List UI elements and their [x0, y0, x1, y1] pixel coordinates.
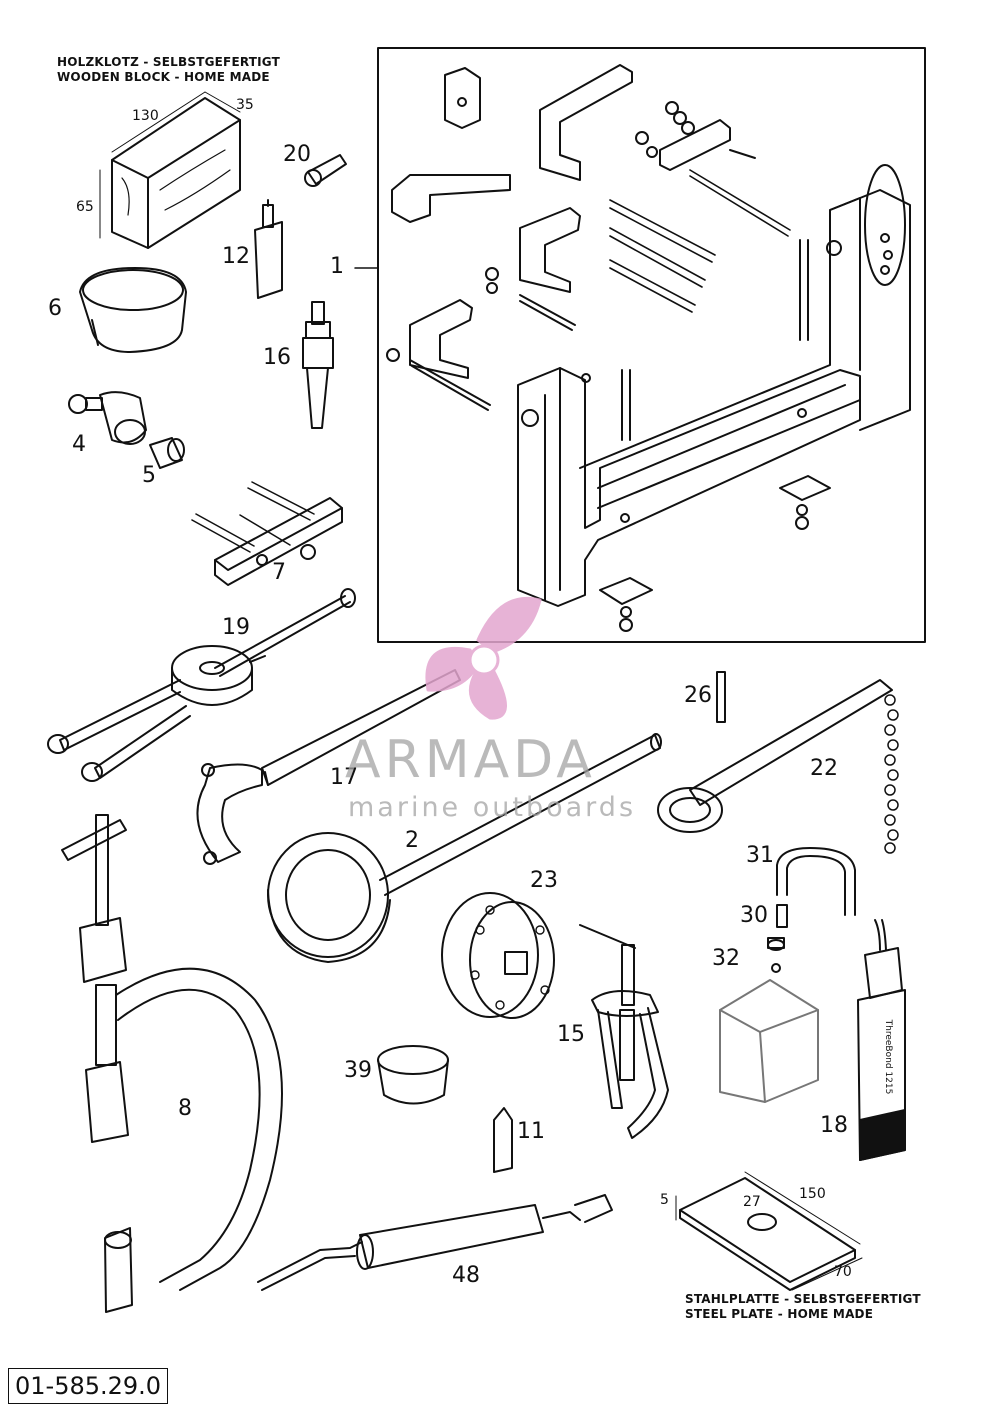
watermark-subtitle: marine outboards: [348, 792, 637, 823]
document-number: 01-585.29.0: [8, 1368, 169, 1404]
hose-31-drawing: [776, 847, 856, 916]
part-number-4: 4: [72, 432, 86, 457]
ring-6-drawing: [79, 267, 187, 353]
block-height-dimension: 65: [76, 199, 94, 215]
hub-23-drawing: [441, 892, 555, 1019]
part-number-26: 26: [684, 683, 712, 708]
wood-block-note: HOLZKLOTZ - SELBSTGEFERTIGT WOODEN BLOCK…: [57, 55, 280, 85]
pin-26-drawing: [716, 671, 726, 723]
part-number-39: 39: [344, 1058, 372, 1083]
puller-16-drawing: [302, 301, 334, 429]
spanner-2-drawing: [267, 733, 662, 963]
plate-width-dimension: 70: [834, 1264, 852, 1280]
part-number-22: 22: [810, 756, 838, 781]
fitting-32-drawing: [767, 937, 785, 973]
plate-thickness-dimension: 5: [660, 1192, 669, 1208]
clamp-tool-8-drawing: [61, 814, 283, 1313]
chain-wrench-22-drawing: [657, 679, 899, 854]
puller-19-drawing: [47, 588, 356, 782]
plate-length-dimension: 150: [799, 1186, 826, 1202]
part-number-48: 48: [452, 1263, 480, 1288]
threebond-brand: ThreeBond: [883, 1019, 893, 1069]
wood-block-note-en: WOODEN BLOCK - HOME MADE: [57, 70, 270, 84]
small-tube-11-drawing: [493, 1107, 513, 1173]
part-number-31: 31: [746, 843, 774, 868]
wooden-block-drawing: [99, 91, 241, 249]
threebond-code: 1215: [883, 1071, 893, 1095]
fitting-30-drawing: [776, 904, 788, 928]
part-number-6: 6: [48, 296, 62, 321]
watermark-title: ARMADA: [345, 730, 596, 790]
engine-stand-frame-box: [377, 47, 926, 643]
propeller-blade-2: [425, 646, 480, 692]
part-number-2: 2: [405, 828, 419, 853]
propeller-blade-3: [468, 666, 507, 720]
bolt-20-drawing: [304, 154, 347, 187]
part-number-7: 7: [272, 560, 286, 585]
oil-bottle-drawing: [719, 979, 819, 1103]
part-number-1: 1: [330, 254, 344, 279]
steel-plate-note-de: STAHLPLATTE - SELBSTGEFERTIGT: [685, 1292, 921, 1306]
part-number-15: 15: [557, 1022, 585, 1047]
part-number-19: 19: [222, 615, 250, 640]
sleeve-5-drawing: [149, 437, 185, 469]
steel-plate-note: STAHLPLATTE - SELBSTGEFERTIGT STEEL PLAT…: [685, 1292, 921, 1322]
part-number-18: 18: [820, 1113, 848, 1138]
watermark-logo: [425, 596, 542, 720]
engine-stand-drawing: [386, 64, 911, 632]
wood-block-note-de: HOLZKLOTZ - SELBSTGEFERTIGT: [57, 55, 281, 69]
part-number-12: 12: [222, 244, 250, 269]
part-number-16: 16: [263, 345, 291, 370]
steel-plate-drawing: [675, 1171, 863, 1291]
glue-bottle-12-drawing: [254, 199, 283, 299]
part-number-8: 8: [178, 1096, 192, 1121]
block-width-dimension: 35: [236, 97, 254, 113]
part-number-32: 32: [712, 946, 740, 971]
two-jaw-puller-15-drawing: [579, 924, 669, 1139]
part-number-11: 11: [517, 1119, 545, 1144]
propeller-blade-1: [476, 596, 542, 654]
plate-hole-dimension: 27: [743, 1194, 761, 1210]
threebond-tube-18-drawing: [857, 919, 906, 1161]
grease-gun-48-drawing: [257, 1194, 613, 1291]
propeller-hub: [468, 644, 500, 676]
threebond-label: ThreeBond 1215: [868, 1012, 902, 1110]
adapter-4-drawing: [68, 391, 147, 445]
steel-plate-note-en: STEEL PLATE - HOME MADE: [685, 1307, 874, 1321]
part-number-5: 5: [142, 463, 156, 488]
part-number-23: 23: [530, 868, 558, 893]
clamp-7-drawing: [191, 481, 343, 586]
part-number-17: 17: [330, 765, 358, 790]
block-length-dimension: 130: [132, 108, 159, 124]
part-number-30: 30: [740, 903, 768, 928]
cup-39-drawing: [377, 1045, 449, 1105]
part-number-20: 20: [283, 142, 311, 167]
